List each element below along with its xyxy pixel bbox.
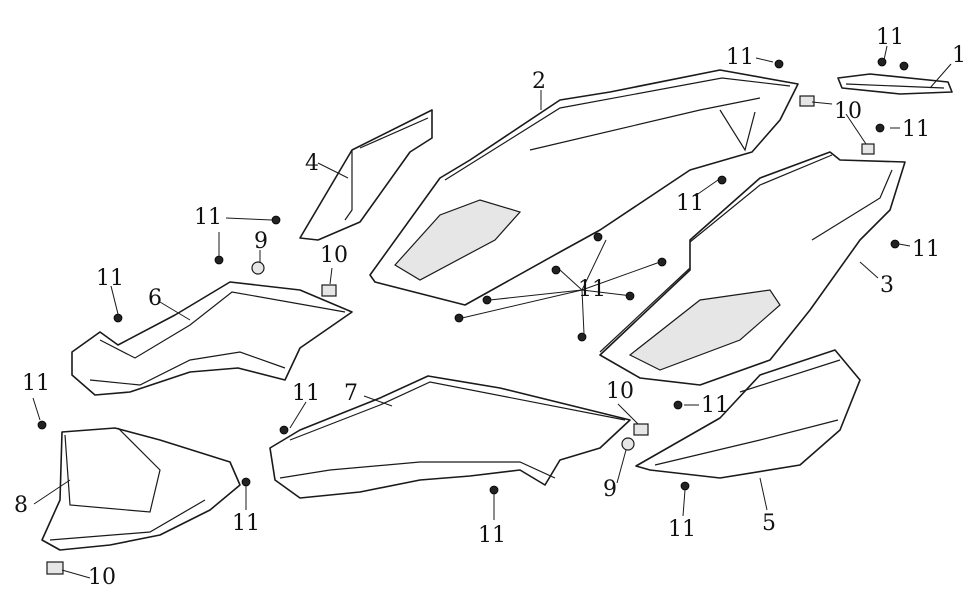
label-11-center-group: 11 bbox=[578, 277, 606, 302]
clips-10-and-grommets-9 bbox=[46, 95, 875, 575]
label-9-right: 9 bbox=[603, 477, 617, 502]
label-7: 7 bbox=[344, 381, 358, 406]
part-3-main-side-cover bbox=[599, 151, 906, 386]
label-10-bottom-left: 10 bbox=[88, 565, 116, 590]
label-11-lower-right: 11 bbox=[701, 393, 729, 418]
label-11-right-upper: 11 bbox=[902, 117, 930, 142]
part-4-small-panel bbox=[299, 109, 433, 241]
part-8-front-left-cover bbox=[41, 427, 241, 551]
label-3: 3 bbox=[880, 273, 894, 298]
label-11-left-upper: 11 bbox=[194, 205, 222, 230]
part-1-rear-trim bbox=[837, 73, 953, 95]
label-1: 1 bbox=[952, 43, 966, 68]
label-11-bottom-right: 11 bbox=[668, 517, 696, 542]
label-11-far-left: 11 bbox=[22, 371, 50, 396]
leader-lines bbox=[32, 45, 952, 579]
label-10-upper-right: 10 bbox=[834, 99, 862, 124]
label-11-top: 11 bbox=[726, 45, 754, 70]
label-11-right-mid: 11 bbox=[912, 237, 940, 262]
label-10-left: 10 bbox=[320, 243, 348, 268]
label-4: 4 bbox=[305, 151, 319, 176]
part-7-center-lower-cover bbox=[269, 375, 631, 499]
label-11-left-cover: 11 bbox=[96, 266, 124, 291]
label-2: 2 bbox=[532, 69, 546, 94]
part-5-lower-side-panel bbox=[635, 349, 861, 479]
part-labels: 1 2 3 4 5 6 7 8 9 9 10 10 10 10 11 11 11… bbox=[14, 25, 966, 590]
label-11-center-left: 11 bbox=[292, 381, 320, 406]
label-5: 5 bbox=[762, 511, 776, 536]
part-2-upper-side-cover bbox=[369, 69, 799, 306]
label-8: 8 bbox=[14, 493, 28, 518]
label-11-lower-center: 11 bbox=[478, 523, 506, 548]
label-9-left: 9 bbox=[254, 229, 268, 254]
label-11-top-right: 11 bbox=[876, 25, 904, 50]
label-10-center: 10 bbox=[606, 379, 634, 404]
label-11-center-upper: 11 bbox=[676, 191, 704, 216]
part-6-left-lower-cover bbox=[71, 281, 353, 396]
label-6: 6 bbox=[148, 286, 162, 311]
label-11-lower-left: 11 bbox=[232, 511, 260, 536]
